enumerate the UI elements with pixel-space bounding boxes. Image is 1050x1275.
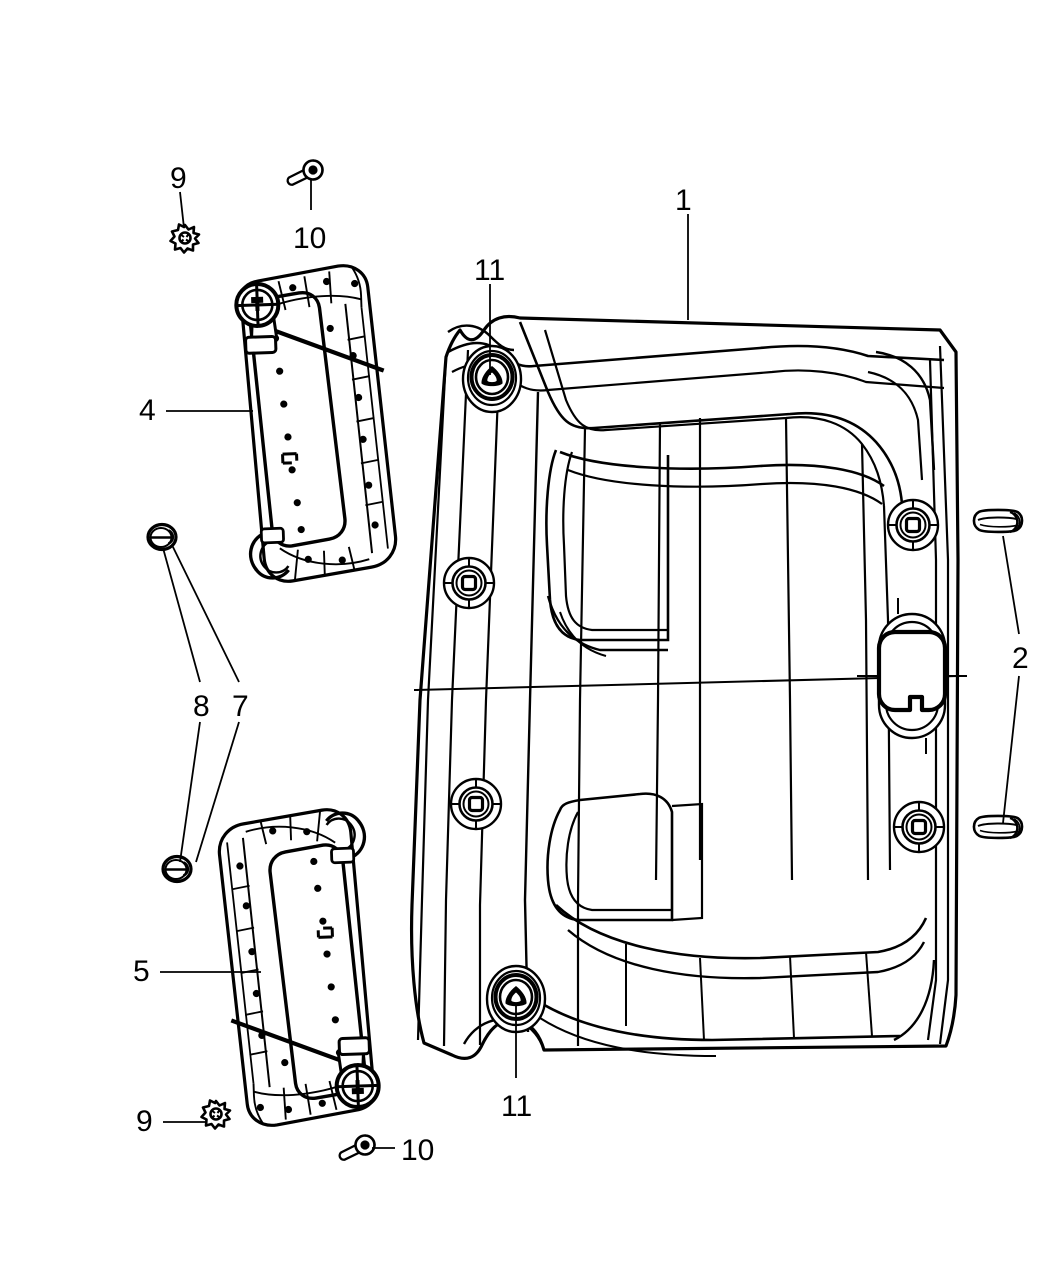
callout-number-9b[interactable]: 9 xyxy=(136,1105,153,1138)
retainer-plug-upper xyxy=(972,508,1024,534)
leader-line-8-b xyxy=(179,721,201,863)
retainer-plug-lower xyxy=(972,814,1024,840)
screw-upper xyxy=(286,159,324,187)
leader-line-9 xyxy=(179,191,185,229)
leader-line-8-a xyxy=(162,547,201,683)
retaining-nut-lower xyxy=(200,1099,232,1130)
visor-support-bushing-lower xyxy=(161,854,193,884)
callout-number-5[interactable]: 5 xyxy=(133,955,150,988)
leader-lines xyxy=(160,180,1020,1149)
screw-lower xyxy=(338,1134,376,1162)
callout-number-2[interactable]: 2 xyxy=(1012,642,1029,675)
leader-line-7-b xyxy=(195,721,240,863)
callout-number-9[interactable]: 9 xyxy=(170,162,187,195)
callout-number-11[interactable]: 11 xyxy=(474,254,506,287)
retention-boss xyxy=(449,777,503,831)
leader-line-7-a xyxy=(171,544,240,683)
visor-pivot-socket-upper xyxy=(461,344,523,414)
headliner-main-panel xyxy=(409,314,967,1060)
callout-number-10b[interactable]: 10 xyxy=(401,1134,435,1167)
retaining-nut-upper xyxy=(169,223,201,254)
retention-boss xyxy=(892,800,946,854)
callout-number-11b[interactable]: 11 xyxy=(501,1090,533,1123)
retention-boss xyxy=(886,498,940,552)
callout-number-4[interactable]: 4 xyxy=(139,394,156,427)
callout-number-7[interactable]: 7 xyxy=(232,690,249,723)
callout-number-8[interactable]: 8 xyxy=(193,690,210,723)
callout-number-1[interactable]: 1 xyxy=(675,184,692,217)
retention-boss xyxy=(442,556,496,610)
sun-visor-right xyxy=(218,808,380,1127)
leader-line-2-a xyxy=(1002,535,1020,635)
sun-visor-left xyxy=(235,264,397,583)
callout-number-10[interactable]: 10 xyxy=(293,222,327,255)
leader-line-2-b xyxy=(1002,675,1020,824)
